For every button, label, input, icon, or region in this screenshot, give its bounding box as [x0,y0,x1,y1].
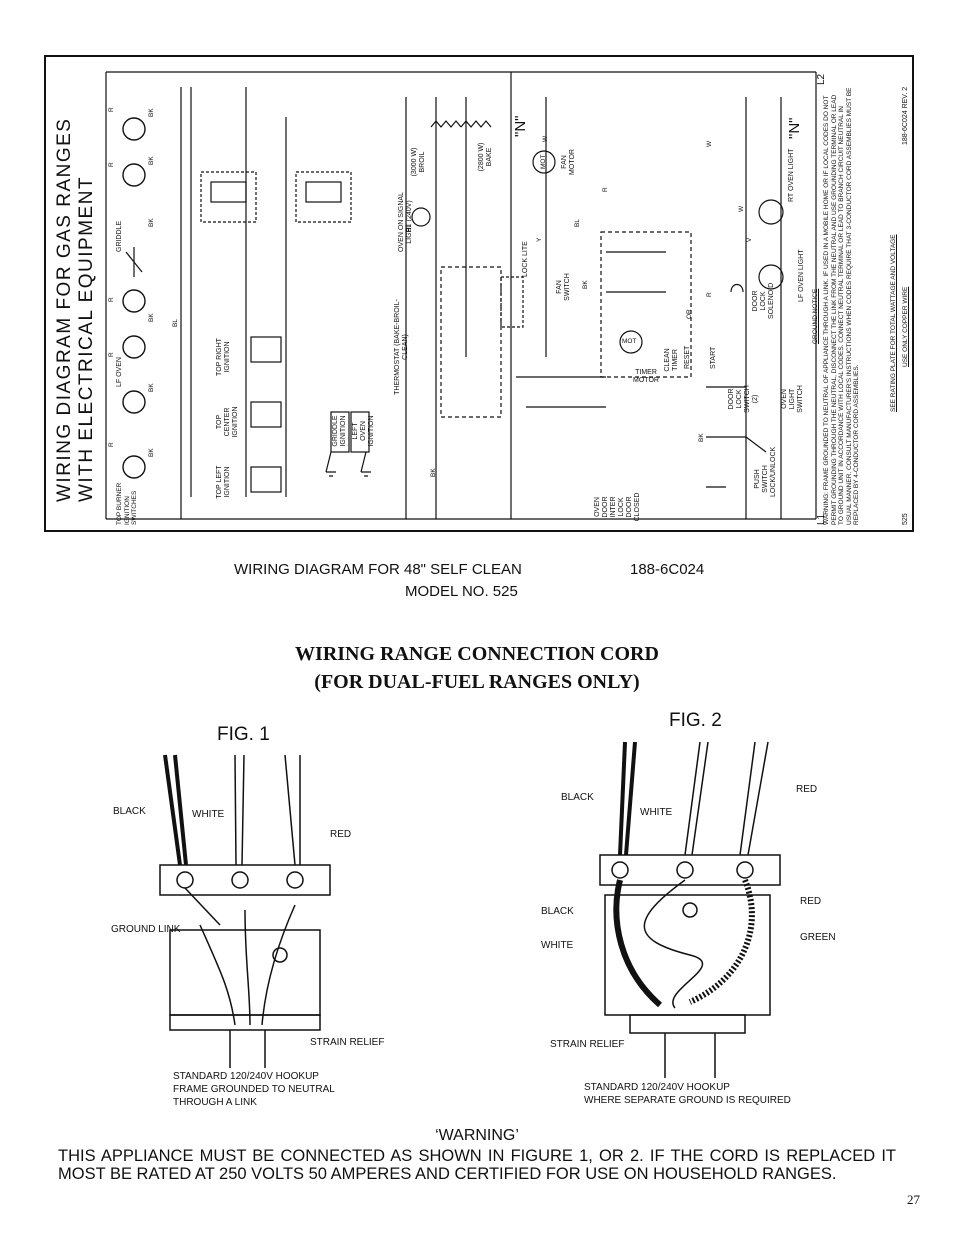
label-reset: RESET [684,345,691,369]
fig1-strain-relief-label: STRAIN RELIEF [310,1037,385,1048]
wire-tag: BK [148,108,155,117]
fig1-illustration [159,754,331,1068]
label-bake: (2800 W) BAKE [478,142,493,172]
wire-tag: BK [698,433,705,442]
model-corner: 525 [902,513,909,525]
fig1-note-line2: FRAME GROUNDED TO NEUTRAL [173,1084,335,1095]
schematic-lines [105,71,817,520]
copper-wire-note: USE ONLY COPPER WIRE [902,286,909,367]
label-lf-oven: LF OVEN [116,357,123,387]
wire-tag: BK [582,280,589,289]
fig1-white-label: WHITE [192,809,225,820]
wire-tag: OR [686,309,693,319]
fig2-note-line2: WHERE SEPARATE GROUND IS REQUIRED [584,1095,791,1106]
wire-tag: R [706,292,713,297]
label-door-lock-switch: DOOR LOCK SWITCH (2) [728,385,759,413]
fig1-black-label: BLACK [113,806,146,817]
wire-tag: W [738,205,745,212]
diagram-caption-line2: MODEL NO. 525 [405,583,518,600]
label-fan-motor: FAN MOTOR [561,149,576,175]
ground-notice-text: WARNING: FRAME GROUNDED TO NEUTRAL OF AP… [823,85,861,525]
diagram-title-line2: WITH ELECTRICAL EQUIPMENT [76,175,97,502]
fig2-black-label: BLACK [541,906,574,917]
wire-tag: R [108,297,115,302]
wire-tag: BK [148,448,155,457]
wire-tag: R [108,442,115,447]
label-broil: (3000 W) BROIL [411,147,426,177]
diagram-caption-code: 188-6C024 [630,561,705,578]
fig1-red-label: RED [330,829,352,840]
wire-tag: BK [148,383,155,392]
wire-tag: W [706,140,713,147]
wire-tag: BL [406,224,413,232]
fig1-note-line3: THROUGH A LINK [173,1097,257,1108]
label-push-switch: PUSH SWITCH LOCK/UNLOCK [754,446,777,497]
label-clean-timer: CLEAN TIMER [664,348,679,372]
label-griddle: GRIDDLE [116,220,123,252]
label-fan-switch: FAN SWITCH [556,273,571,301]
wire-tag: BK [430,468,437,477]
label-l2: L2 [816,73,827,85]
fig2-red-label: RED [800,896,822,907]
fig2-red-top-label: RED [796,784,818,795]
diagram-caption-line1: WIRING DIAGRAM FOR 48" SELF CLEAN [234,561,522,578]
label-top-left-ignition: TOP LEFT IGNITION [216,465,231,499]
wire-tag: V [746,237,753,242]
section-title-line1: WIRING RANGE CONNECTION CORD [295,643,659,665]
warning-title: ‘WARNING’ [435,1127,519,1144]
fig2-white-label: WHITE [541,940,574,951]
label-top-burner: TOP BURNER IGNITION SWITCHES [116,482,138,525]
fig2-title: FIG. 2 [669,710,722,731]
label-start: START [710,346,717,369]
wire-tag: R [602,187,609,192]
label-door-lock-solenoid: DOOR LOCK SOLENOID [752,282,775,319]
label-timer-motor: TIMER MOTOR [633,369,659,384]
fig2-white-top-label: WHITE [640,807,673,818]
label-oven-signal: OVEN ON SIGNAL LIGHT (240V) [398,192,413,252]
revision: 188-6C024 REV. 2 [902,86,909,145]
diagram-title-line1: WIRING DIAGRAM FOR GAS RANGES [54,117,75,502]
label-lock-lite: LOCK LITE [522,241,529,277]
warning-body: THIS APPLIANCE MUST BE CONNECTED AS SHOW… [58,1147,896,1183]
fig1-title: FIG. 1 [217,724,270,745]
label-n-left: "N" [512,115,529,137]
fig2-note-line1: STANDARD 120/240V HOOKUP [584,1082,730,1093]
label-top-center-ignition: TOP CENTER IGNITION [216,406,239,438]
fig1-ground-link-label: GROUND LINK [111,924,181,935]
fig1-note-line1: STANDARD 120/240V HOOKUP [173,1071,319,1082]
see-rating-plate: SEE RATING PLATE FOR TOTAL WATTAGE AND V… [890,234,897,412]
label-left-oven-ignition: LEFT OVEN IGNITION [352,415,375,447]
fig2-strain-relief-label: STRAIN RELIEF [550,1039,625,1050]
label-mot-timer: MOT [622,338,637,345]
fig2-black-top-label: BLACK [561,792,594,803]
wire-tag: R [108,162,115,167]
label-thermostat: THERMOSTAT (BAKE-BROIL-CLEAN) [394,299,409,395]
ground-notice-title: GROUND NOTICE [812,288,819,344]
label-n-right: "N" [786,117,803,139]
wire-tag: BL [172,319,179,327]
wire-tag: BK [148,218,155,227]
ground-warning-body: FRAME GROUNDED TO NEUTRAL OF APPLIANCE T… [823,87,860,525]
page-number: 27 [907,1192,920,1207]
wire-tag: W [542,135,549,142]
fig2-green-label: GREEN [800,932,836,943]
label-mot-fan: MOT [540,154,547,169]
label-griddle-ignition: GRIDDLE IGNITION [332,415,347,447]
wiring-diagram: WIRING DIAGRAM FOR GAS RANGES WITH ELECT… [44,55,914,532]
wire-tag: BL [574,219,581,227]
label-top-right-ignition: TOP RIGHT IGNITION [216,338,231,376]
label-oven-door: OVEN DOOR INTER LOCK DOOR CLOSED [594,492,641,522]
fig2-illustration [599,741,781,1078]
wire-tag: BK [148,156,155,165]
label-oven-light-switch: OVEN LIGHT SWITCH [781,385,804,413]
ground-warning-head: WARNING: [823,492,830,525]
wire-tag: BK [148,313,155,322]
wire-tag: R [108,352,115,357]
label-rt-oven-light: RT OVEN LIGHT [788,148,795,202]
section-title-line2: (FOR DUAL-FUEL RANGES ONLY) [314,671,640,693]
wire-tag: R [108,107,115,112]
wire-tag: Y [536,237,543,242]
label-lf-oven-light: LF OVEN LIGHT [798,249,805,302]
